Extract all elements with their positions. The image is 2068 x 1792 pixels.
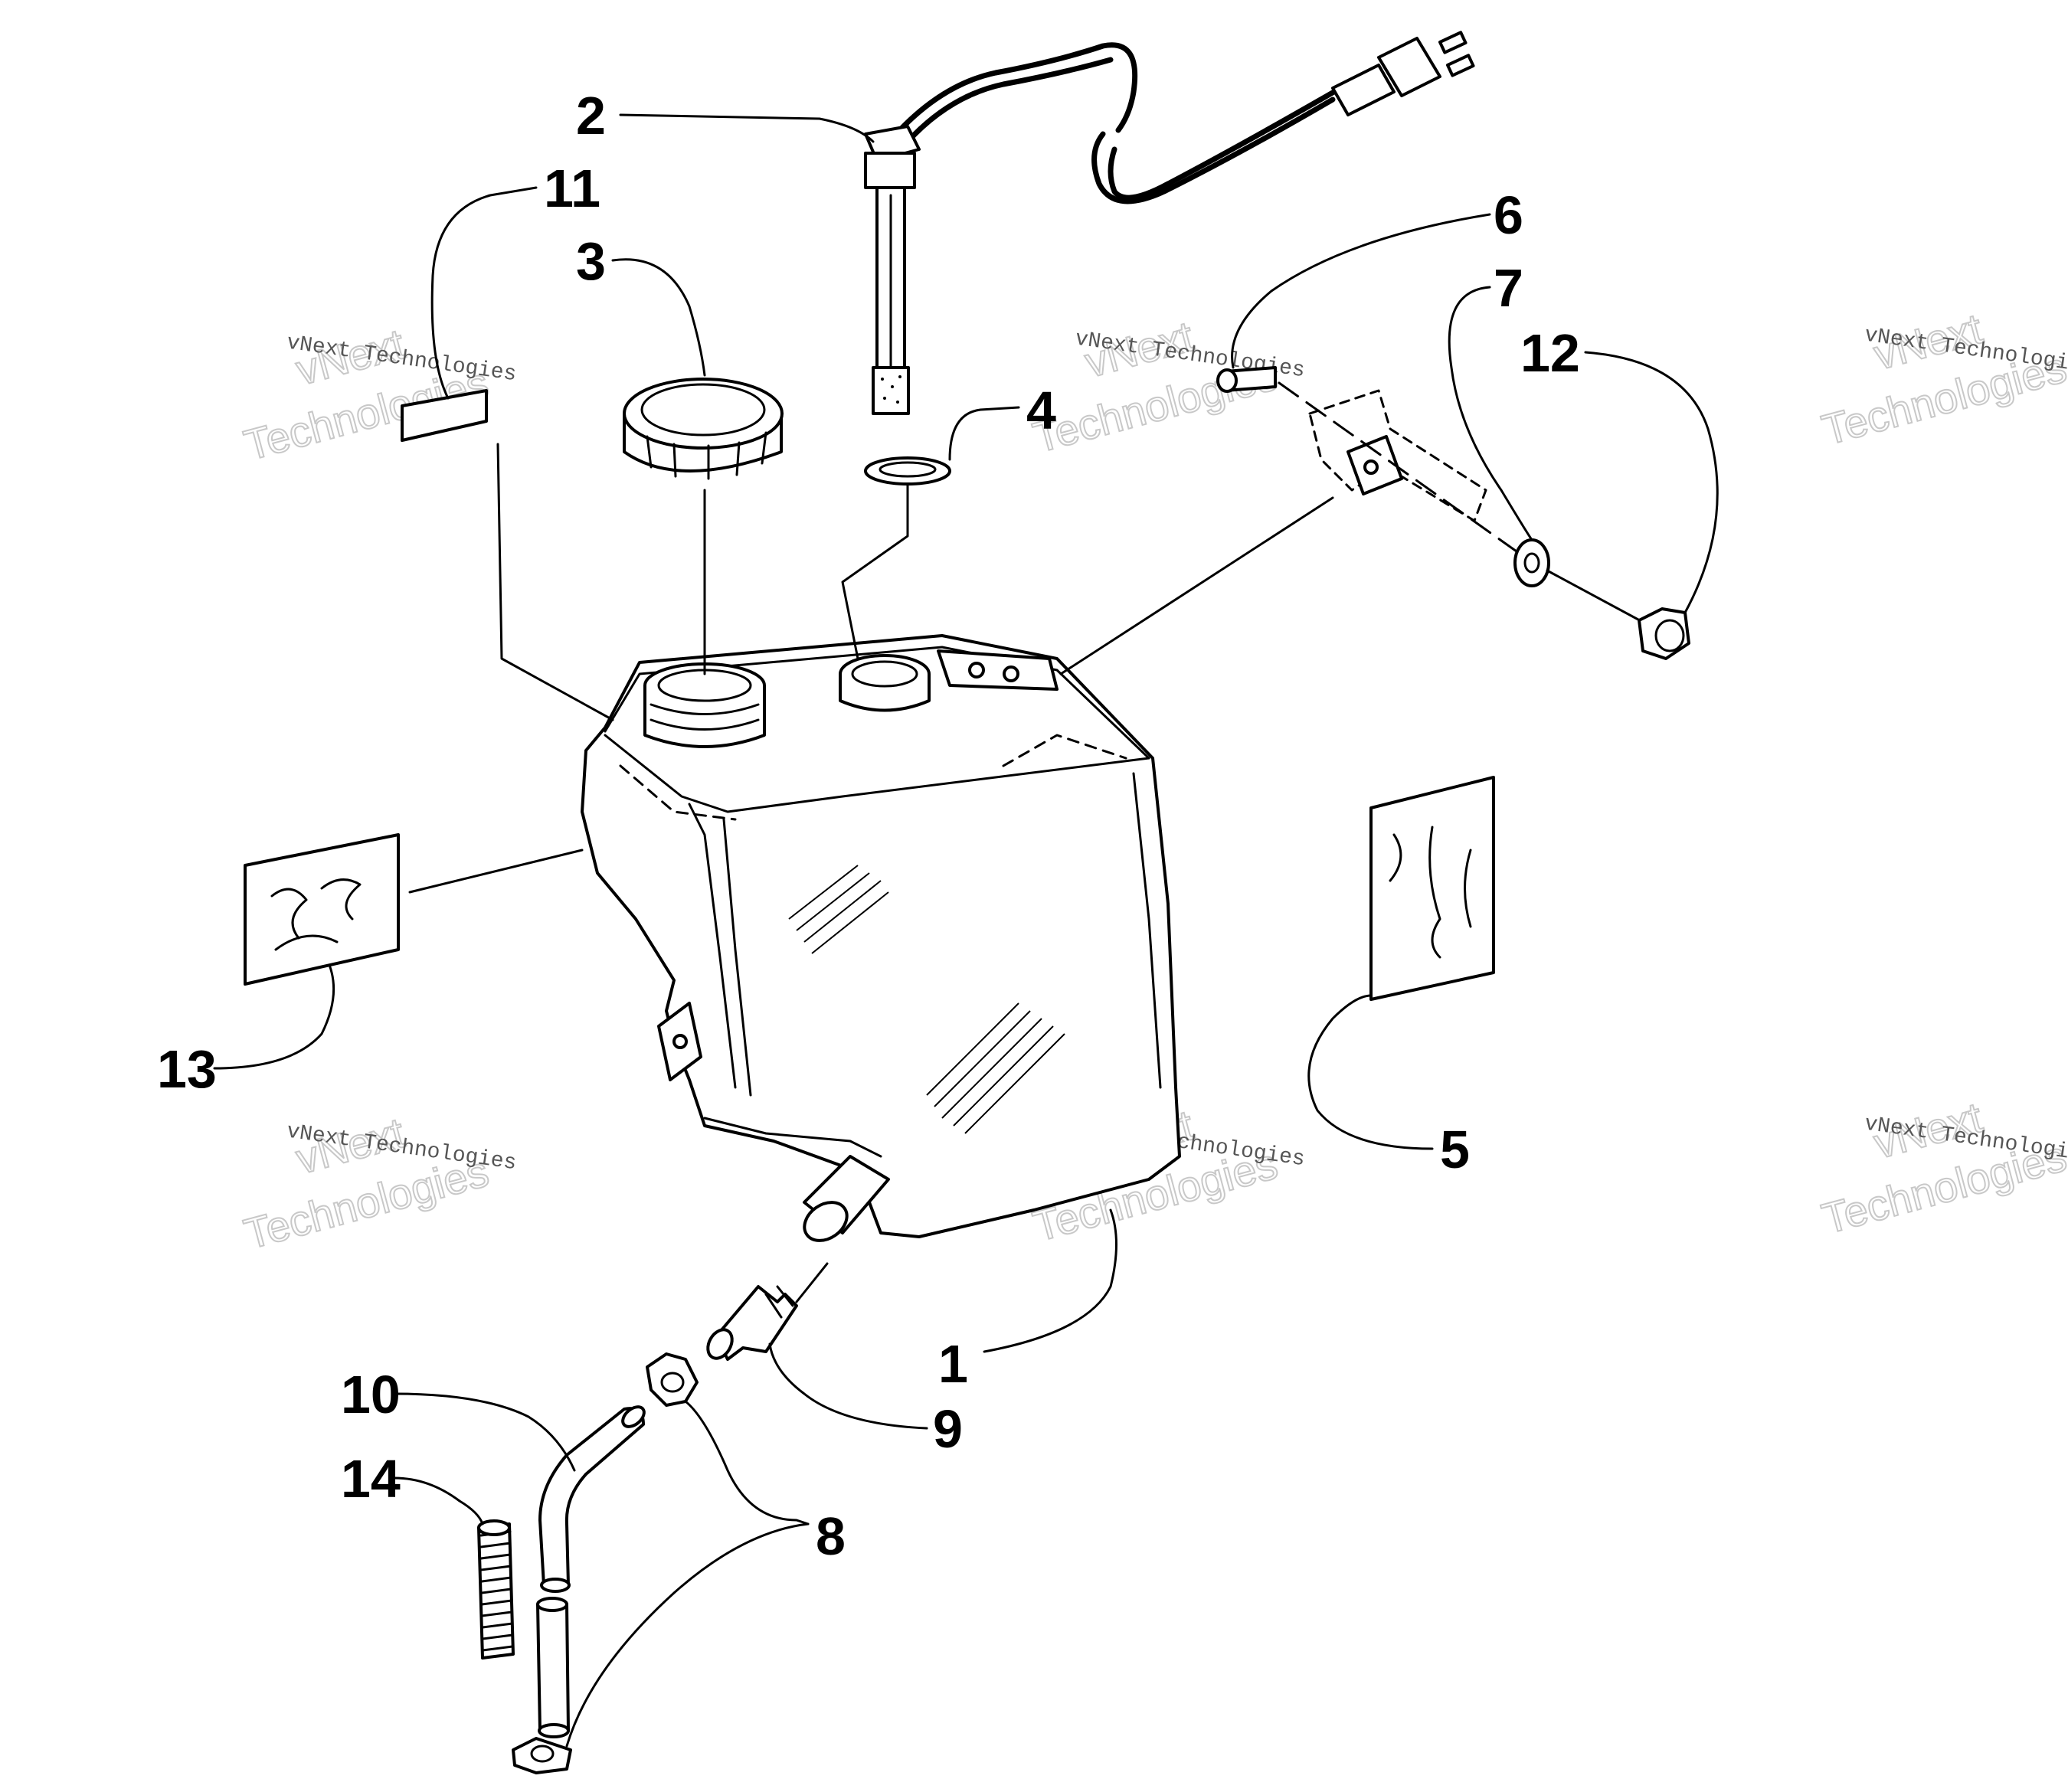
hose-clamp-lower — [512, 1737, 572, 1774]
mount-hardware — [1216, 366, 1690, 660]
callout-14: 14 — [341, 1449, 401, 1509]
callout-labels: 1 2 3 4 5 6 7 8 9 10 11 12 13 14 — [157, 86, 1580, 1566]
hose-clamp-upper — [646, 1352, 699, 1407]
spring — [477, 1519, 515, 1660]
decal-left — [244, 833, 400, 986]
fuel-hose — [536, 1405, 646, 1738]
tank-hatching — [788, 865, 1065, 1134]
watermark-4: vNext Technologies vNext Technologies — [238, 1107, 518, 1259]
gasket — [864, 456, 951, 486]
callout-1: 1 — [938, 1334, 968, 1394]
callout-5: 5 — [1440, 1120, 1470, 1179]
callout-2: 2 — [576, 86, 606, 146]
callout-12: 12 — [1520, 323, 1580, 383]
oil-tank — [581, 634, 1181, 1242]
outlet-fitting — [706, 1285, 798, 1361]
callout-3: 3 — [576, 231, 606, 291]
callout-4: 4 — [1026, 381, 1056, 440]
decal-right — [1369, 776, 1495, 1001]
callout-11: 11 — [544, 159, 600, 218]
callout-8: 8 — [816, 1506, 846, 1566]
watermark-3: vNext Technologies vNext Technologies — [1816, 303, 2068, 455]
watermark-6: vNext Technologies vNext Technologies — [1816, 1092, 2068, 1244]
callout-13: 13 — [157, 1039, 217, 1099]
callout-10: 10 — [341, 1365, 401, 1424]
decal-small — [401, 389, 488, 442]
callout-6: 6 — [1494, 185, 1523, 245]
tank-cap — [623, 378, 784, 480]
callout-9: 9 — [933, 1399, 963, 1459]
sensor-float-dots — [881, 375, 901, 404]
callout-7: 7 — [1494, 258, 1523, 318]
leader-lines — [213, 113, 1719, 1748]
oil-level-sensor — [864, 31, 1475, 415]
